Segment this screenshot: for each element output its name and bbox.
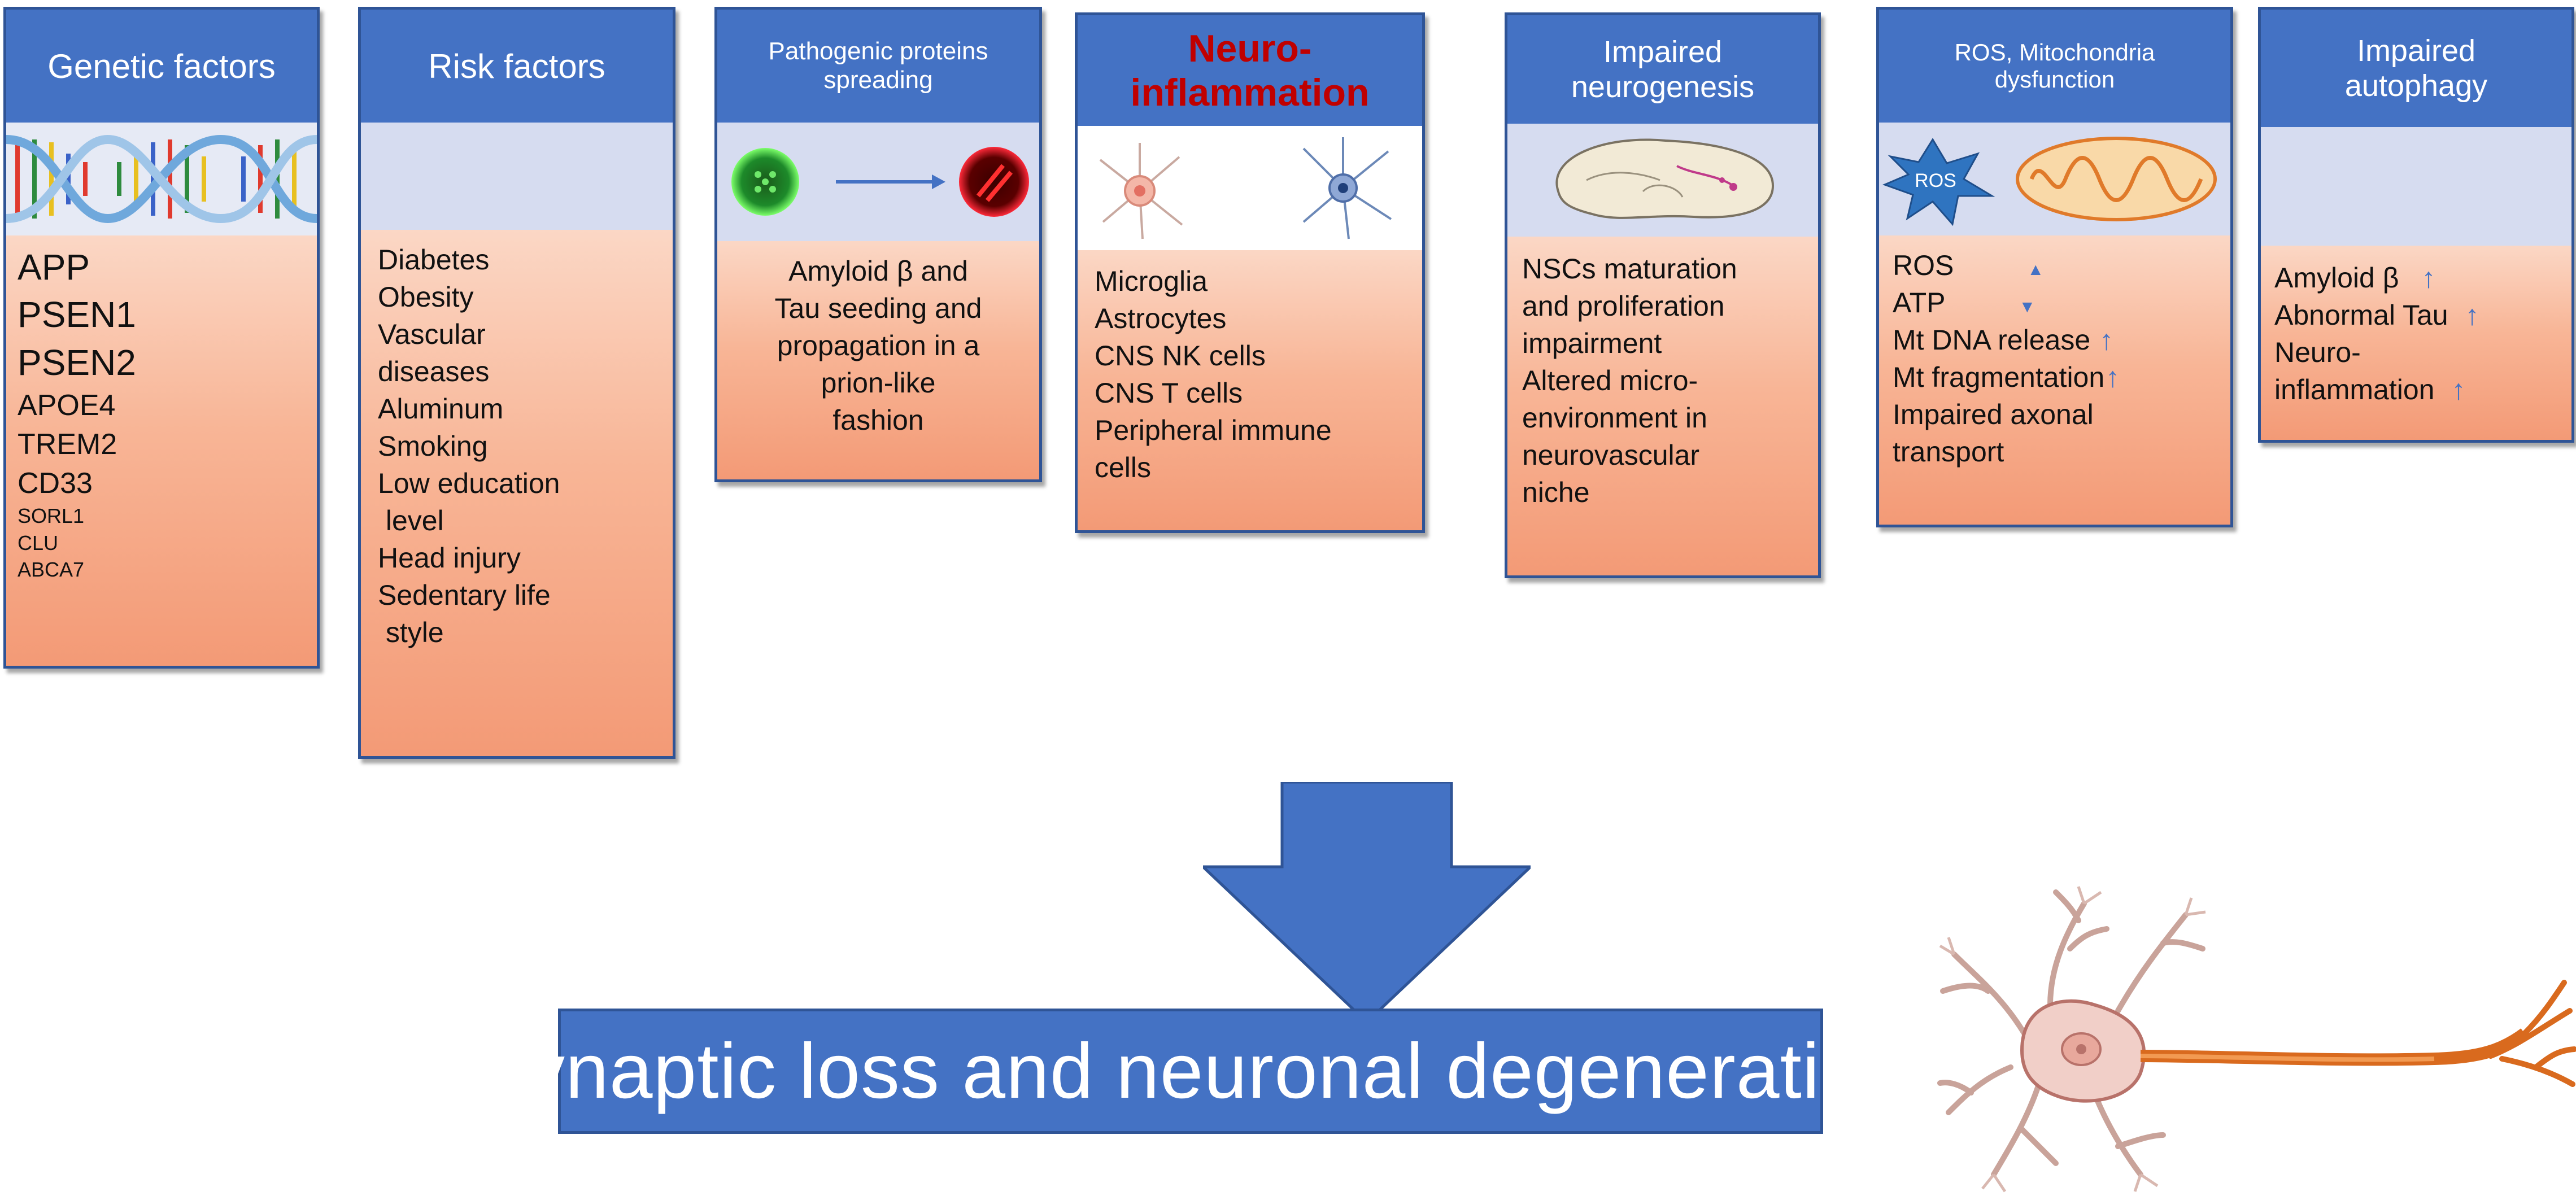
increase-arrow-icon: ↑	[2099, 324, 2114, 356]
increase-arrow-icon: ↑	[2451, 374, 2466, 405]
neurogenesis-line: environment in	[1522, 402, 1707, 434]
genetic-factors-box: Genetic factors	[3, 7, 320, 669]
gene-item: CLU	[18, 531, 59, 555]
pathogenic-proteins-box: Pathogenic proteins spreading	[714, 7, 1042, 482]
axonal-item: transport	[1893, 436, 2004, 468]
risk-item: level	[378, 505, 444, 536]
brain-image	[1507, 124, 1818, 237]
gene-item: PSEN1	[18, 294, 136, 335]
impaired-autophagy-band	[2261, 127, 2571, 246]
immune-cell-item: CNS NK cells	[1095, 340, 1266, 372]
immune-cell-item: Astrocytes	[1095, 303, 1227, 334]
risk-item: Obesity	[378, 281, 474, 313]
microglia-icon	[1099, 143, 1183, 239]
pathogenic-line: Amyloid β and	[788, 255, 968, 287]
increase-arrow-icon: ▲	[2027, 260, 2045, 279]
autophagy-item: Abnormal Tau↑	[2274, 299, 2479, 331]
decrease-arrow-icon: ▼	[2019, 298, 2036, 316]
neurogenesis-line: Altered micro-	[1522, 365, 1698, 396]
gene-item: ABCA7	[18, 558, 85, 582]
risk-item: Head injury	[378, 542, 521, 574]
immune-cell-item: Microglia	[1095, 265, 1208, 297]
genetic-factors-list: APP PSEN1 PSEN2 APOE4 TREM2 CD33 SORL1 C…	[6, 235, 317, 666]
ros-mitochondria-image: ROS	[1879, 123, 2230, 235]
neurogenesis-line: NSCs maturation	[1522, 253, 1737, 285]
ros-mitochondria-title: ROS, Mitochondria dysfunction	[1879, 10, 2230, 123]
impaired-neurogenesis-list: NSCs maturation and proliferation impair…	[1507, 237, 1818, 575]
mitochondria-icon	[2016, 137, 2217, 221]
green-seed-icon	[731, 148, 799, 216]
impaired-neurogenesis-title: Impaired neurogenesis	[1507, 15, 1818, 124]
increase-arrow-icon: ↑	[2465, 299, 2479, 331]
risk-factors-box: Risk factors Diabetes Obesity Vascular d…	[358, 7, 675, 759]
ros-item: ROS▲	[1893, 250, 2045, 281]
neuroinflammation-title: Neuro- inflammation	[1078, 15, 1422, 126]
increase-arrow-icon: ↑	[2421, 262, 2436, 294]
autophagy-item: Neuro-	[2274, 337, 2361, 368]
protein-spreading-image	[717, 123, 1039, 241]
risk-item: Aluminum	[378, 393, 504, 425]
brain-icon	[1555, 138, 1775, 219]
neuroinflammation-list: Microglia Astrocytes CNS NK cells CNS T …	[1078, 250, 1422, 530]
autophagy-item: Amyloid β↑	[2274, 262, 2436, 294]
atp-item: ATP▼	[1893, 287, 2036, 318]
risk-factors-list: Diabetes Obesity Vascular diseases Alumi…	[361, 230, 673, 756]
gene-item: APP	[18, 247, 90, 287]
pathogenic-proteins-text: Amyloid β and Tau seeding and propagatio…	[717, 241, 1039, 479]
risk-factors-title: Risk factors	[361, 10, 673, 123]
immune-cell-item: cells	[1095, 452, 1152, 483]
impaired-autophagy-list: Amyloid β↑ Abnormal Tau↑ Neuro- inflamma…	[2261, 246, 2571, 440]
gene-item: TREM2	[18, 428, 117, 461]
immune-cell-item: CNS T cells	[1095, 377, 1243, 409]
risk-item: diseases	[378, 356, 490, 387]
pathogenic-line: Tau seeding and	[774, 293, 982, 324]
neuron-icon	[1937, 886, 2576, 1193]
outcome-box: Synaptic loss and neuronal degeneration	[473, 1009, 1907, 1134]
risk-item: Sedentary life	[378, 579, 551, 611]
dna-helix-image	[6, 123, 317, 235]
immune-cell-item: Peripheral immune	[1095, 414, 1332, 446]
impaired-autophagy-box: Impaired autophagy Amyloid β↑ Abnormal T…	[2258, 7, 2574, 443]
gene-item: SORL1	[18, 504, 85, 528]
pathogenic-line: propagation in a	[777, 330, 980, 361]
neuroinflammation-box: Neuro- inflammation Microglia Astrocytes…	[1075, 12, 1425, 533]
pathogenic-proteins-title: Pathogenic proteins spreading	[717, 10, 1039, 123]
outcome-text: Synaptic loss and neuronal degeneration	[473, 1027, 1908, 1115]
neurogenesis-line: neurovascular	[1522, 439, 1700, 471]
impaired-neurogenesis-box: Impaired neurogenesis NSCs maturation an…	[1505, 12, 1821, 578]
down-arrow-icon	[1203, 782, 1531, 1024]
ros-mitochondria-list: ROS▲ ATP▼ Mt DNA release↑ Mt fragmentati…	[1879, 235, 2230, 525]
neurogenesis-line: and proliferation	[1522, 290, 1725, 322]
pathogenic-line: fashion	[832, 404, 924, 436]
astrocyte-icon	[1302, 137, 1392, 239]
red-aggregate-icon	[959, 147, 1029, 217]
increase-arrow-icon: ↑	[2106, 361, 2120, 393]
arrow-right-icon	[836, 174, 945, 189]
neurogenesis-line: niche	[1522, 477, 1590, 508]
risk-item: Vascular	[378, 318, 486, 350]
autophagy-item: inflammation↑	[2274, 374, 2466, 405]
gene-item: PSEN2	[18, 342, 136, 383]
pathogenic-line: prion-like	[821, 367, 936, 399]
risk-item: Low education	[378, 468, 560, 499]
neurogenesis-line: impairment	[1522, 328, 1662, 359]
impaired-autophagy-title: Impaired autophagy	[2261, 10, 2571, 127]
fragmentation-item: Mt fragmentation↑	[1893, 361, 2120, 393]
gene-item: APOE4	[18, 389, 116, 422]
risk-item: style	[378, 617, 444, 648]
ros-burst-icon: ROS	[1882, 138, 1995, 226]
gene-item: CD33	[18, 466, 93, 500]
risk-factors-band	[361, 123, 673, 230]
dna-icon	[6, 134, 317, 224]
glia-cells-image	[1078, 126, 1422, 250]
axonal-item: Impaired axonal	[1893, 399, 2094, 430]
ros-burst-label: ROS	[1915, 170, 1956, 191]
mtdna-item: Mt DNA release↑	[1893, 324, 2114, 356]
genetic-factors-title: Genetic factors	[6, 10, 317, 123]
ros-mitochondria-box: ROS, Mitochondria dysfunction ROS ROS▲ A…	[1876, 7, 2233, 527]
risk-item: Diabetes	[378, 244, 490, 276]
risk-item: Smoking	[378, 430, 488, 462]
